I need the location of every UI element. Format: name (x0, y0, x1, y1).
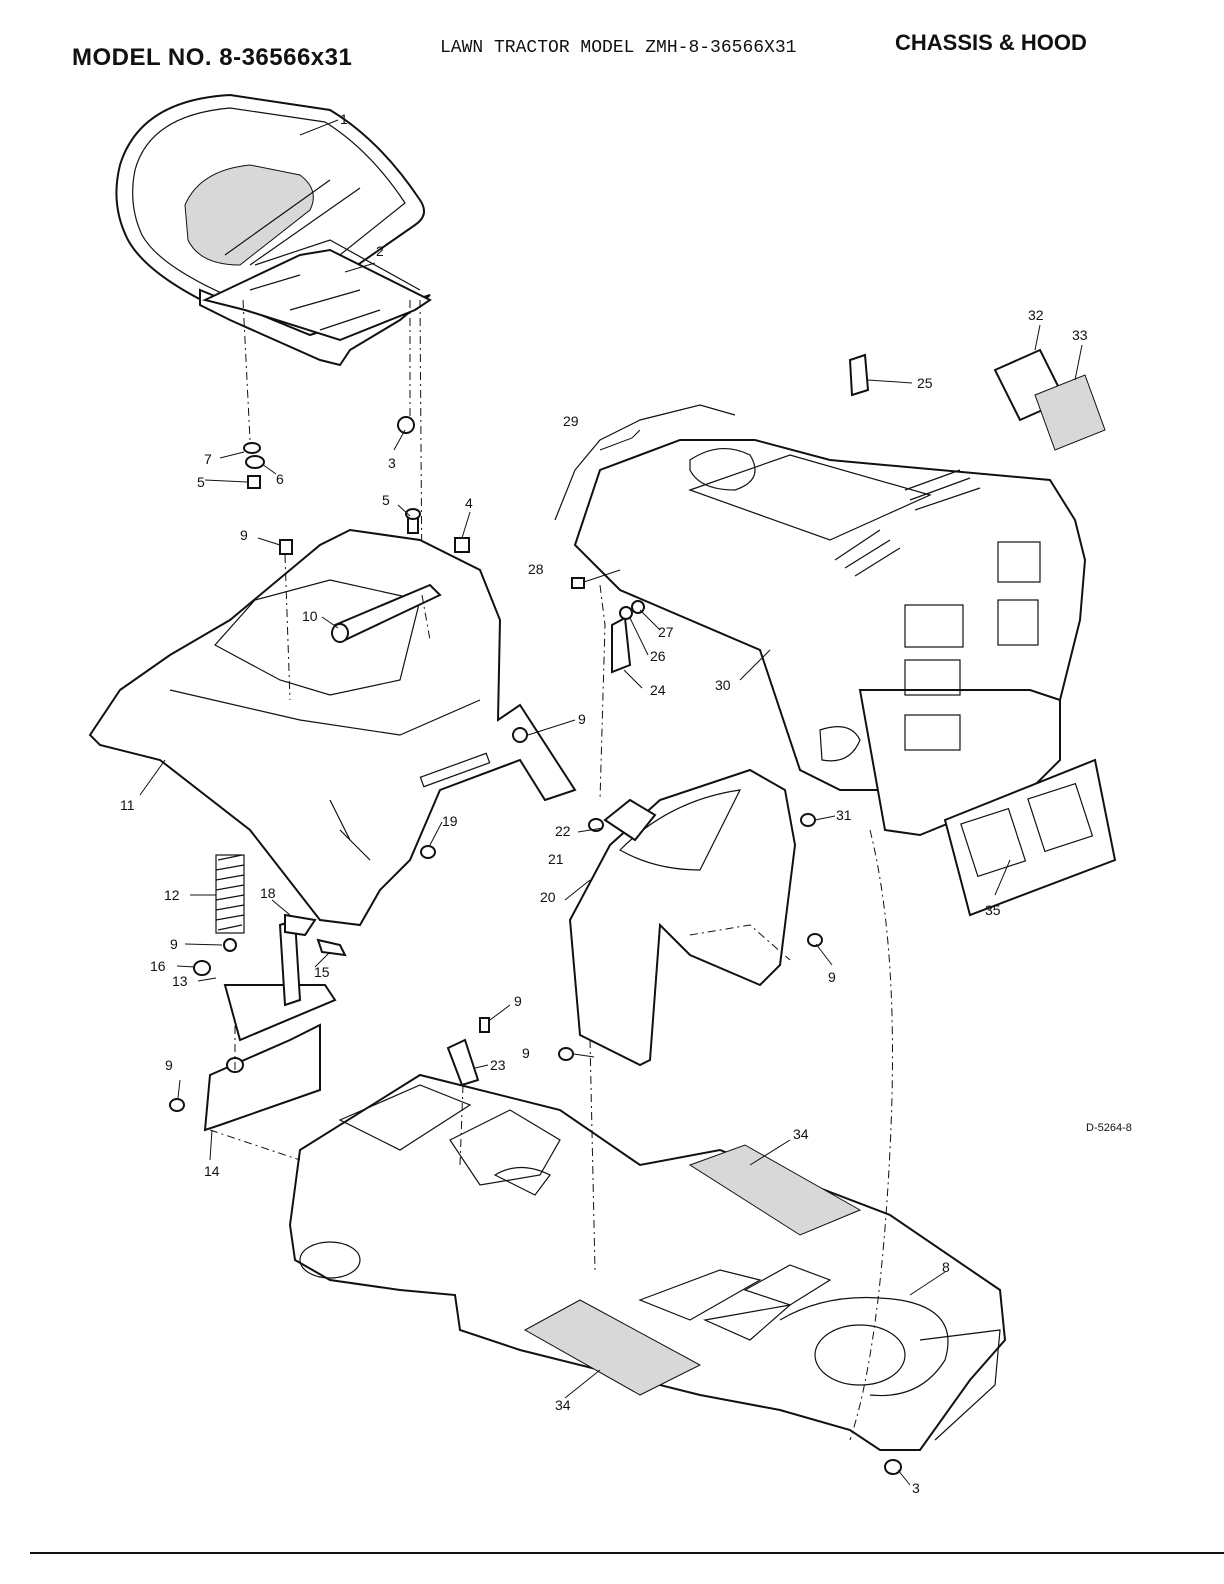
label-part-3: 3 (388, 455, 396, 471)
label-part-6: 6 (276, 471, 284, 487)
seat-hardware (242, 299, 423, 591)
label-part-9: 9 (170, 936, 178, 952)
chassis-frame-part (288, 1073, 1007, 1451)
hood-latch-parts (571, 353, 870, 674)
leader-lines (139, 119, 1083, 1486)
chassis-nut (884, 1459, 902, 1475)
label-part-9: 9 (240, 527, 248, 543)
label-part-9: 9 (828, 969, 836, 985)
label-part-32: 32 (1028, 307, 1044, 323)
bottom-rule (30, 1552, 1224, 1554)
label-part-9: 9 (522, 1045, 530, 1061)
label-part-23: 23 (490, 1057, 506, 1073)
label-part-35: 35 (985, 902, 1001, 918)
label-part-16: 16 (150, 958, 166, 974)
label-part-30: 30 (715, 677, 731, 693)
label-part-3: 3 (912, 1480, 920, 1496)
label-part-2: 2 (376, 243, 384, 259)
label-part-4: 4 (465, 495, 473, 511)
label-part-28: 28 (528, 561, 544, 577)
tractor-model-subtitle: LAWN TRACTOR MODEL ZMH-8-36566X31 (440, 38, 797, 58)
label-part-9: 9 (578, 711, 586, 727)
label-part-19: 19 (442, 813, 458, 829)
hood-part (573, 439, 1087, 837)
hood-seal-part (554, 404, 736, 521)
label-part-10: 10 (302, 608, 318, 624)
label-part-34: 34 (793, 1126, 809, 1142)
label-part-29: 29 (563, 413, 579, 429)
label-part-14: 14 (204, 1163, 220, 1179)
headlight-lens-parts (943, 348, 1117, 917)
label-part-34: 34 (555, 1397, 571, 1413)
drawing-code: D-5264-8 (1086, 1122, 1132, 1134)
label-part-15: 15 (314, 964, 330, 980)
fender-part (88, 528, 577, 927)
label-part-11: 11 (120, 797, 135, 813)
label-part-18: 18 (260, 885, 276, 901)
label-part-20: 20 (540, 889, 556, 905)
label-part-21: 21 (548, 851, 564, 867)
dash-panel-part (568, 768, 797, 1067)
label-part-31: 31 (836, 807, 852, 823)
fender-bolts (279, 508, 528, 743)
label-part-33: 33 (1072, 327, 1088, 343)
label-part-5: 5 (197, 474, 205, 490)
dash-hardware-parts (446, 798, 823, 1087)
seat-pivot-bracket-parts (169, 845, 436, 1132)
label-part-12: 12 (164, 887, 180, 903)
part-number-labels: 1 2 3 7 6 5 5 4 9 10 9 11 19 12 18 9 16 … (120, 111, 1088, 1496)
alignment-lines (209, 554, 893, 1441)
model-number-title: MODEL NO. 8-36566x31 (72, 44, 353, 71)
section-title: CHASSIS & HOOD (895, 30, 1087, 55)
label-part-24: 24 (650, 682, 666, 698)
label-part-27: 27 (658, 624, 674, 640)
label-part-9: 9 (514, 993, 522, 1009)
spring-part (215, 854, 245, 934)
footrest-pad-parts (523, 1144, 862, 1396)
label-part-22: 22 (555, 823, 571, 839)
label-part-8: 8 (942, 1259, 950, 1275)
label-part-7: 7 (204, 451, 212, 467)
label-part-9: 9 (165, 1057, 173, 1073)
label-part-5: 5 (382, 492, 390, 508)
label-part-26: 26 (650, 648, 666, 664)
seat-bracket-part (199, 239, 432, 367)
label-part-1: 1 (340, 111, 348, 127)
label-part-13: 13 (172, 973, 188, 989)
handle-bar-part (331, 583, 442, 643)
label-part-25: 25 (917, 375, 933, 391)
